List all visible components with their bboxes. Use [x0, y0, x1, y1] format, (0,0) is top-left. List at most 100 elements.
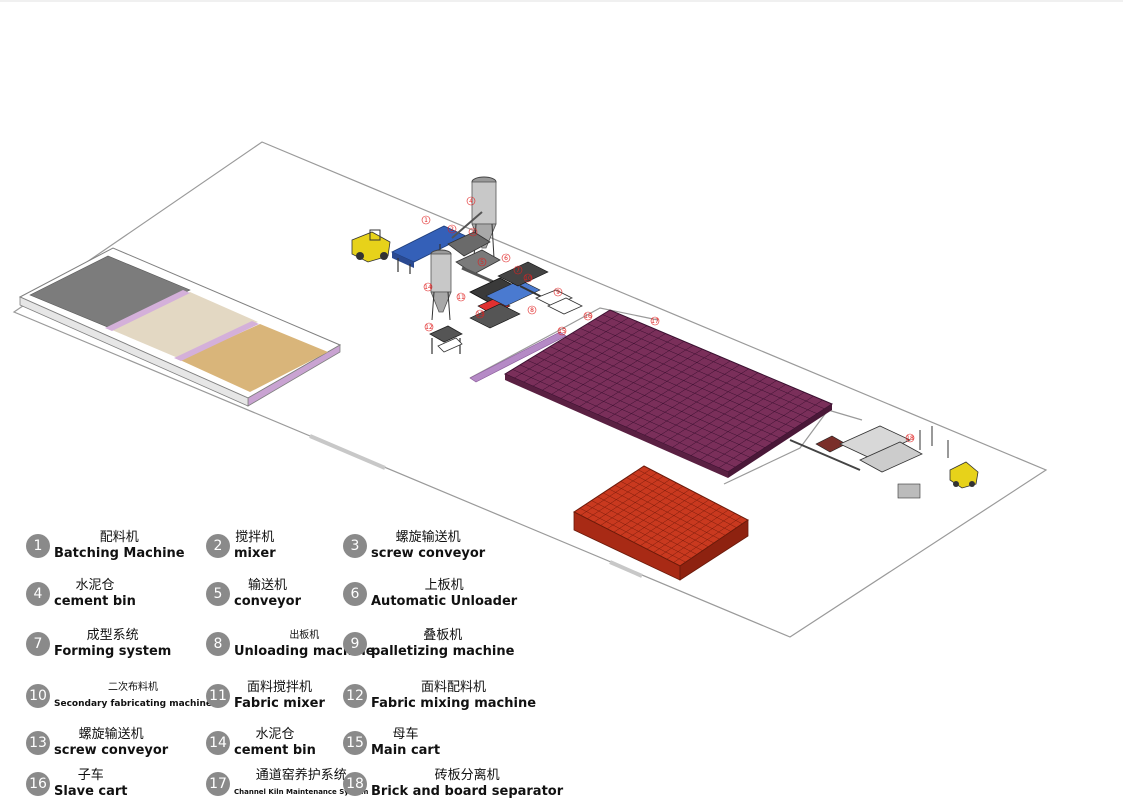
legend-label-chinese: 母车	[392, 727, 419, 742]
legend-number-badge: 7	[26, 632, 50, 656]
channel-kiln	[503, 309, 834, 478]
sand-pile	[180, 324, 328, 392]
callout-14: 14	[423, 282, 433, 292]
legend-label-english: Fabric mixing machine	[371, 696, 537, 711]
legend-label-chinese: 砖板分离机	[434, 768, 500, 783]
legend-number-badge: 9	[343, 632, 367, 656]
legend-text: 出板机 Unloading machine	[234, 628, 375, 660]
legend-number-badge: 6	[343, 582, 367, 606]
callout-5: 5	[477, 257, 487, 267]
legend-label-chinese: 配料机	[99, 530, 139, 545]
legend-number-badge: 8	[206, 632, 230, 656]
svg-text:6: 6	[504, 255, 508, 262]
forming-system	[469, 261, 583, 329]
legend-label-chinese: 输送机	[247, 578, 287, 593]
kiln-rail-outline	[469, 307, 659, 379]
callout-12: 12	[424, 322, 434, 332]
kiln-grid	[512, 313, 825, 469]
legend-number-badge: 11	[206, 684, 230, 708]
legend-label-english: mixer	[234, 546, 276, 561]
svg-text:4: 4	[469, 198, 473, 205]
legend-label-chinese: 二次布料机	[108, 682, 158, 693]
callout-1: 1	[421, 215, 431, 225]
svg-text:14: 14	[424, 284, 432, 291]
legend-label-chinese: 水泥仓	[75, 578, 115, 593]
callout-13: 13	[475, 309, 485, 319]
svg-text:13: 13	[476, 311, 484, 318]
legend-label-english: palletizing machine	[371, 644, 515, 659]
callout-16: 16	[583, 311, 593, 321]
callout-3: 3	[468, 227, 478, 237]
legend-label-chinese: 面料搅拌机	[246, 680, 312, 695]
callout-2: 2	[447, 224, 457, 234]
legend-label-chinese: 面料配料机	[421, 680, 487, 695]
legend-number-badge: 12	[343, 684, 367, 708]
legend-label-english: Forming system	[54, 644, 172, 659]
legend-label-chinese: 出板机	[289, 630, 320, 641]
legend-label-english: conveyor	[234, 594, 301, 609]
legend-label-english: Automatic Unloader	[371, 594, 518, 609]
legend-label-chinese: 上板机	[424, 578, 464, 593]
legend-number-badge: 5	[206, 582, 230, 606]
legend-label-english: Secondary fabricating machine	[54, 699, 212, 709]
legend-label-english: Unloading machine	[234, 644, 375, 659]
legend-number-badge: 10	[26, 684, 50, 708]
legend-number-badge: 2	[206, 534, 230, 558]
legend-label-chinese: 螺旋输送机	[395, 530, 461, 545]
wheel-loader-left	[351, 229, 391, 263]
legend-number-badge: 16	[26, 772, 50, 796]
legend-number-badge: 17	[206, 772, 230, 796]
callout-4: 4	[466, 196, 476, 206]
svg-text:9: 9	[556, 289, 560, 296]
svg-text:15: 15	[558, 328, 566, 335]
svg-text:8: 8	[530, 307, 534, 314]
svg-text:11: 11	[457, 294, 465, 301]
legend-label-english: Channel Kiln Maintenance System	[234, 788, 369, 796]
legend-label-chinese: 螺旋输送机	[78, 727, 144, 742]
svg-text:17: 17	[651, 318, 659, 325]
legend-label-english: screw conveyor	[371, 546, 486, 561]
svg-text:16: 16	[584, 313, 592, 320]
svg-text:5: 5	[480, 259, 484, 266]
batching-machine	[391, 225, 467, 274]
fabric-mixing-machine	[429, 325, 463, 354]
legend-text: 二次布料机 Secondary fabricating machine	[54, 680, 212, 712]
callout-9: 9	[553, 287, 563, 297]
wheel-loader-right	[949, 461, 979, 489]
aggregate-storage-bins	[18, 247, 342, 407]
svg-text:2: 2	[450, 226, 454, 233]
legend-label-english: Fabric mixer	[234, 696, 325, 711]
legend-item-10: 10 二次布料机 Secondary fabricating machine	[26, 680, 212, 712]
svg-text:12: 12	[425, 324, 433, 331]
brick-stack-grid	[579, 469, 743, 563]
stone-chip-pile	[112, 292, 258, 358]
legend-label-english: Batching Machine	[54, 546, 185, 561]
legend-item-8: 8 出板机 Unloading machine	[206, 628, 375, 660]
callout-8: 8	[527, 305, 537, 315]
legend-label-chinese: 子车	[77, 768, 104, 783]
svg-text:10: 10	[524, 275, 532, 282]
legend-label-english: Brick and board separator	[371, 784, 564, 799]
